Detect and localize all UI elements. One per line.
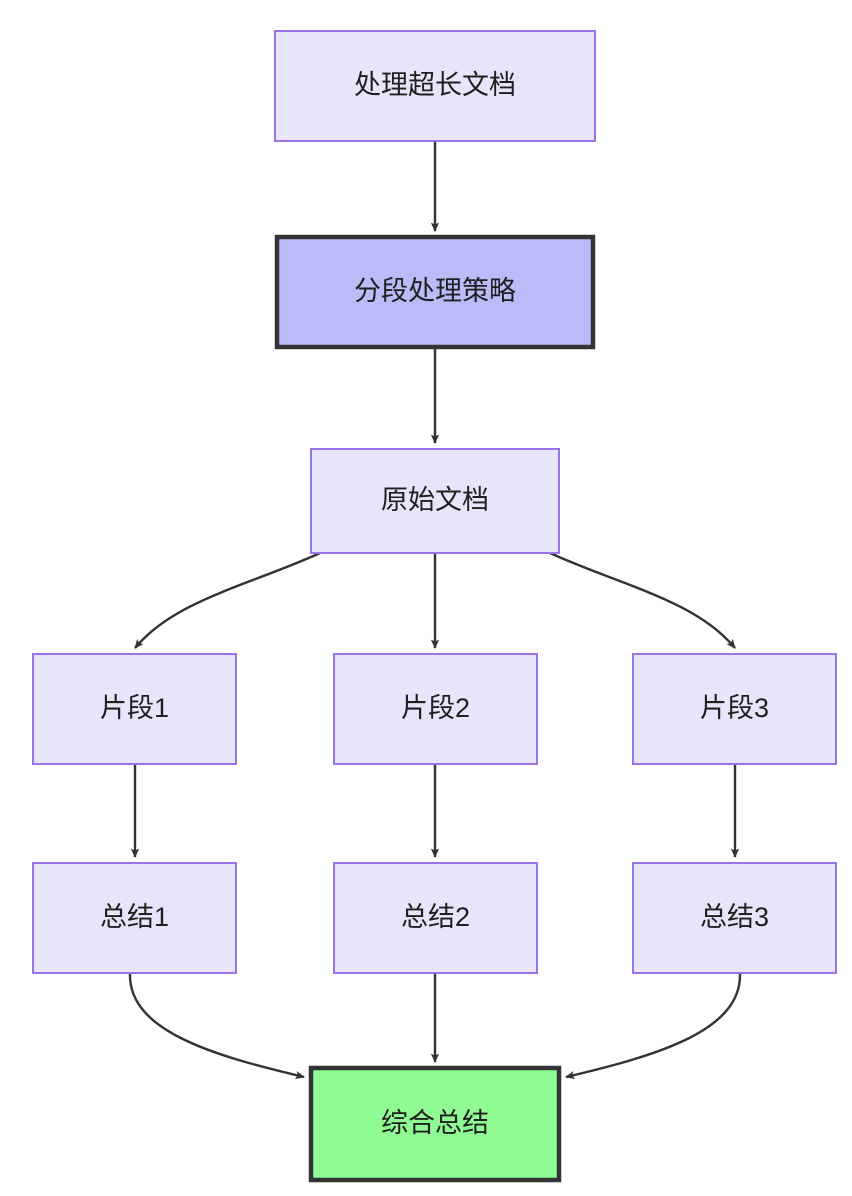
node-label-n9: 总结3 — [700, 902, 769, 932]
node-n3[interactable]: 原始文档 — [310, 448, 560, 554]
node-n10[interactable]: 综合总结 — [308, 1065, 562, 1183]
node-box-n9 — [632, 862, 837, 974]
node-n9[interactable]: 总结3 — [632, 862, 837, 974]
node-box-n6 — [632, 653, 837, 765]
node-n4[interactable]: 片段1 — [32, 653, 237, 765]
edge-n3-to-n6 — [549, 551, 736, 649]
node-box-n1 — [274, 30, 596, 142]
node-box-n5 — [333, 653, 538, 765]
node-label-n3: 原始文档 — [381, 485, 489, 515]
node-label-n6: 片段3 — [700, 693, 769, 723]
node-n5[interactable]: 片段2 — [333, 653, 538, 765]
node-label-n4: 片段1 — [100, 693, 169, 723]
node-n6[interactable]: 片段3 — [632, 653, 837, 765]
node-box-n8 — [333, 862, 538, 974]
node-n2[interactable]: 分段处理策略 — [274, 234, 596, 350]
node-box-n7 — [32, 862, 237, 974]
edge-n7-to-n10 — [128, 972, 305, 1080]
node-label-n8: 总结2 — [401, 902, 470, 932]
node-box-n3 — [310, 448, 560, 554]
node-label-n1: 处理超长文档 — [354, 70, 516, 100]
node-label-n2: 分段处理策略 — [354, 276, 516, 306]
node-box-n2 — [274, 234, 596, 350]
node-n7[interactable]: 总结1 — [32, 862, 237, 974]
node-label-n10: 综合总结 — [381, 1108, 489, 1138]
edge-n3-to-n4 — [134, 551, 321, 649]
node-box-n4 — [32, 653, 237, 765]
node-box-n10 — [308, 1065, 562, 1183]
node-label-n5: 片段2 — [401, 693, 470, 723]
node-n1[interactable]: 处理超长文档 — [274, 30, 596, 142]
node-n8[interactable]: 总结2 — [333, 862, 538, 974]
node-label-n7: 总结1 — [100, 902, 169, 932]
edge-n9-to-n10 — [565, 972, 742, 1080]
edge-layer — [128, 141, 742, 1080]
